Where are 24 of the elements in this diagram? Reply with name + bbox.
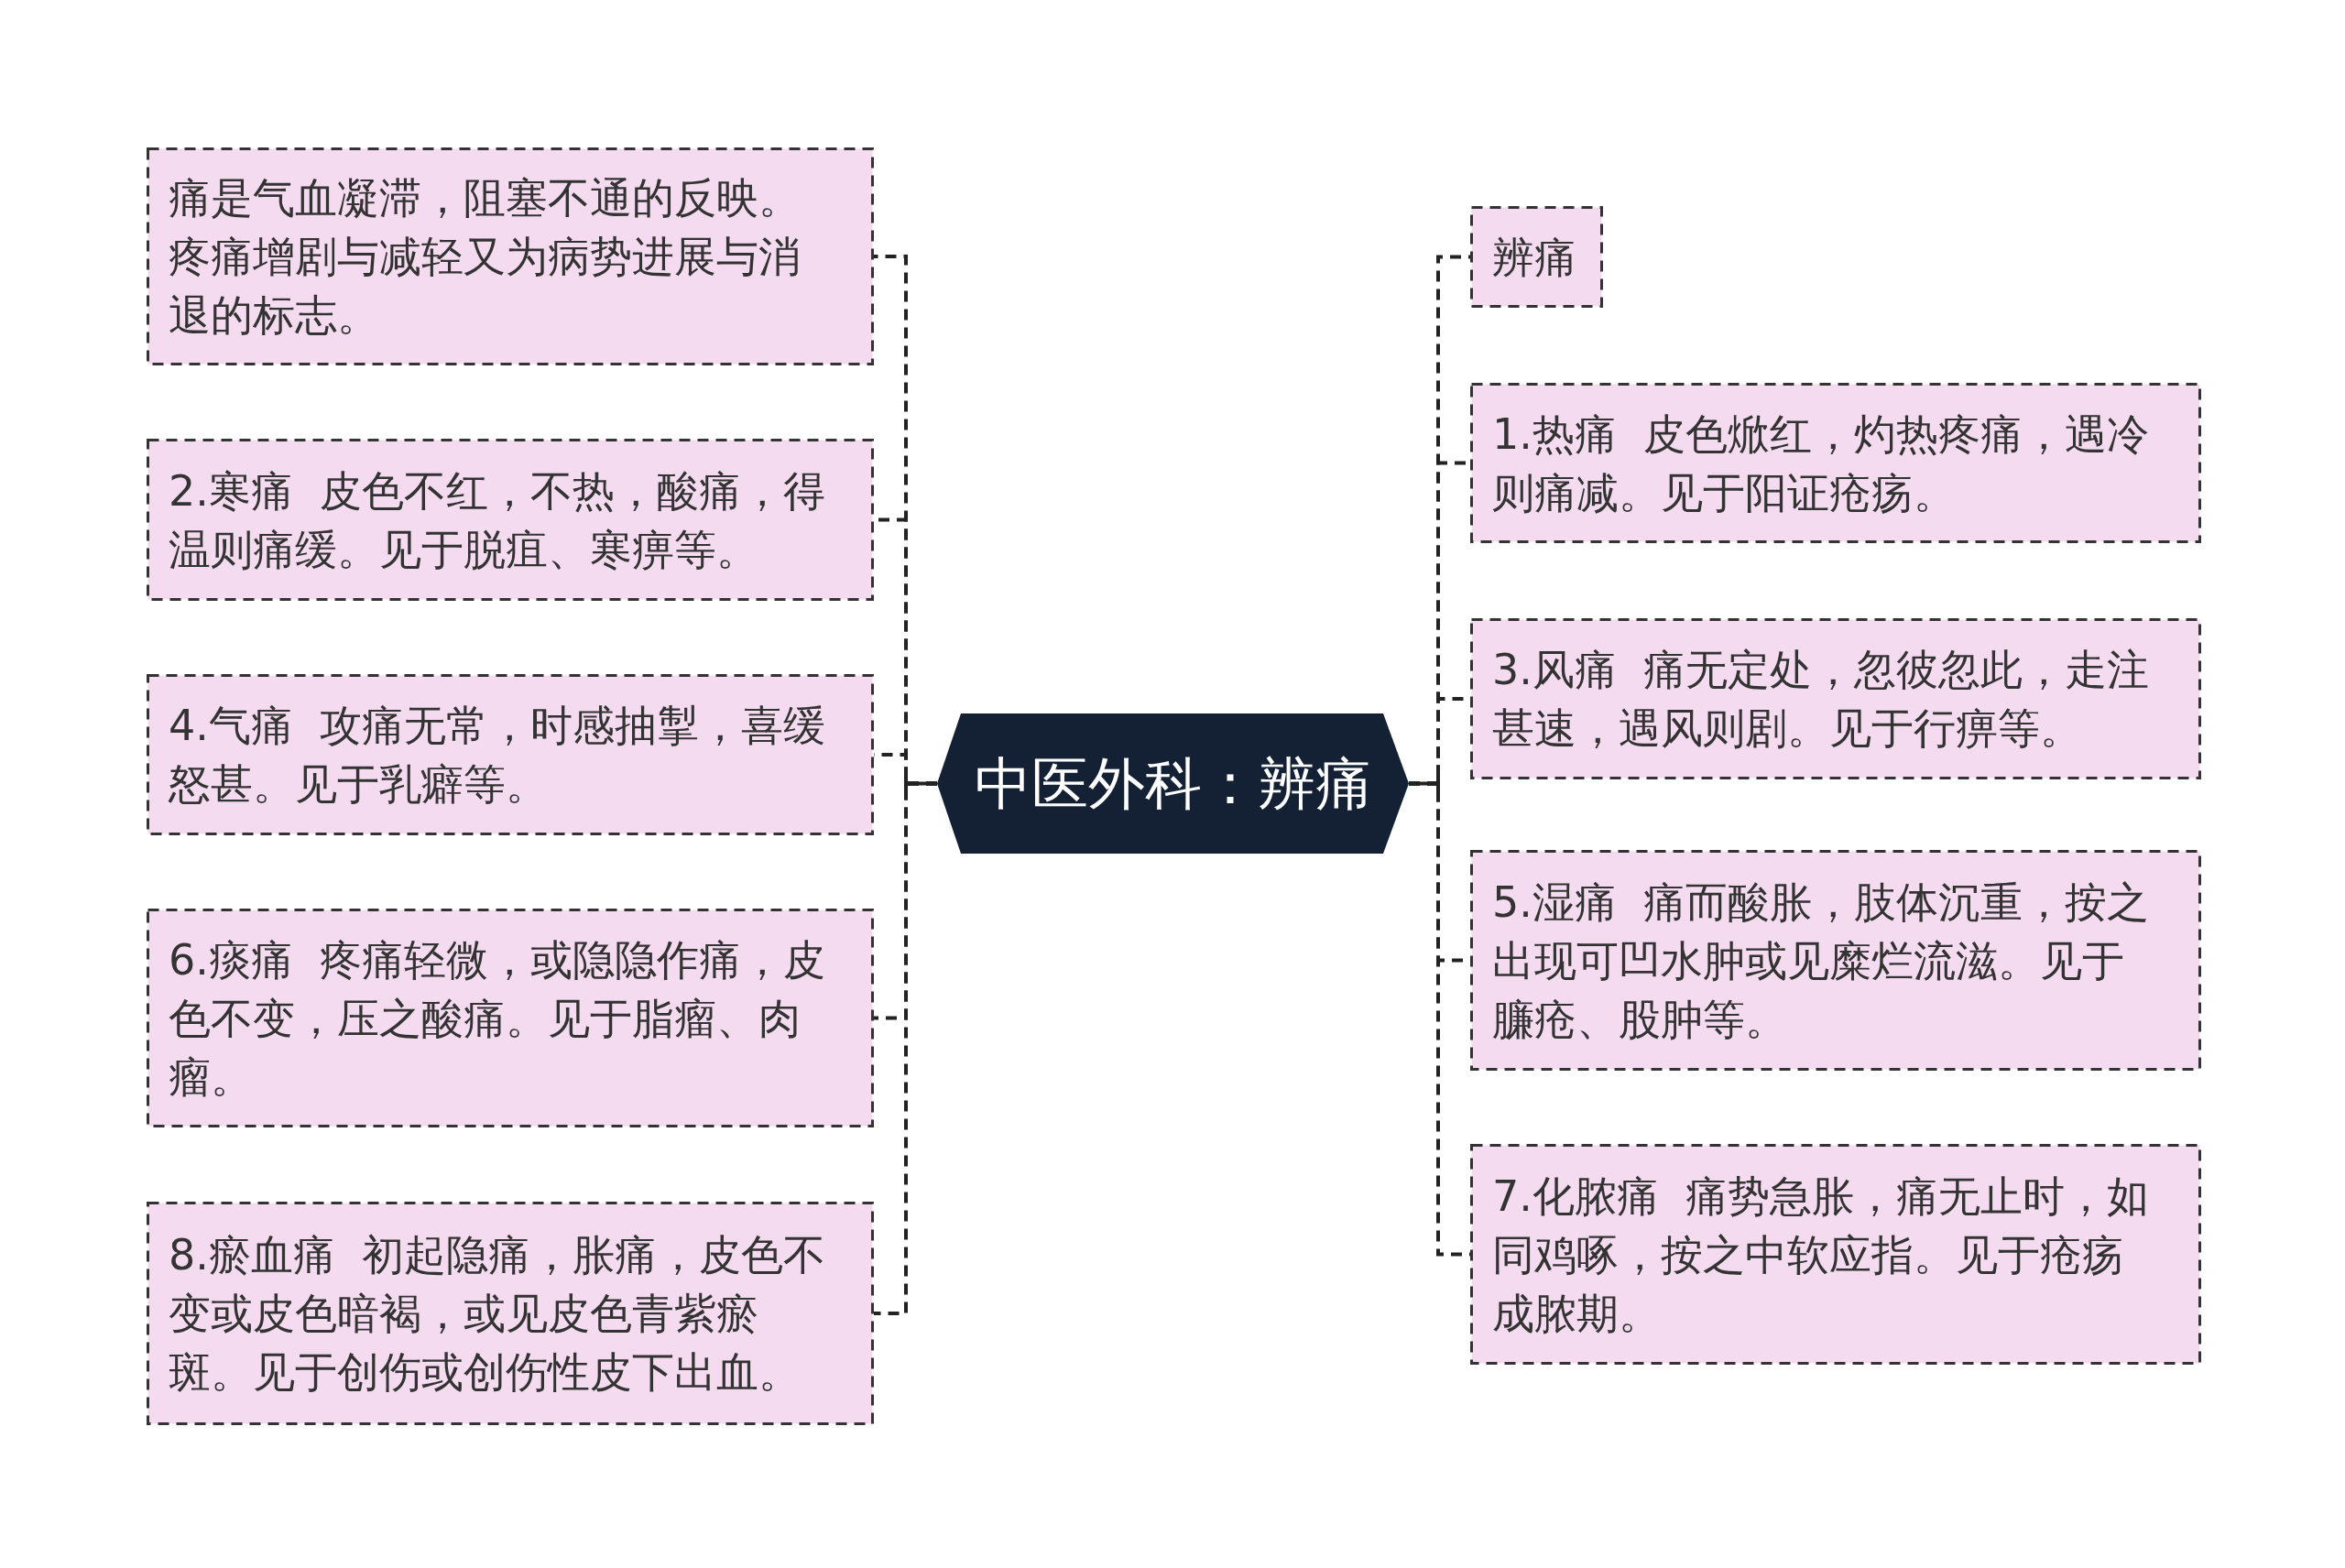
- topic-box: [1470, 383, 2201, 543]
- connector-stub: [1407, 771, 1440, 796]
- topic-text: 6.痰痛 疼痛轻微，或隐隐作痛，皮色不变，压之酸痛。见于脂瘤、肉瘤。: [169, 933, 827, 1104]
- topic-text: 3.风痛 痛无定处，忽彼忽此，走注甚速，遇风则剧。见于行痹等。: [1492, 644, 2151, 755]
- topic-box: [1470, 618, 2201, 779]
- topic-text: 5.湿痛 痛而酸胀，肢体沉重，按之出现可凹水肿或见糜烂流滋。见于臁疮、股肿等。: [1492, 876, 2151, 1046]
- topic-text: 辨痛: [1492, 231, 1576, 284]
- connector-stub: [904, 771, 939, 796]
- topic-box: [1470, 1144, 2201, 1365]
- topic-text: 7.化脓痛 痛势急胀，痛无止时，如同鸡啄，按之中软应指。见于疮疡成脓期。: [1492, 1170, 2151, 1340]
- topic-text: 1.热痛 皮色焮红，灼热疼痛，遇冷则痛减。见于阳证疮疡。: [1492, 408, 2151, 519]
- topic-box: [147, 909, 874, 1127]
- topic-text: 2.寒痛 皮色不红，不热，酸痛，得温则痛缓。见于脱疽、寒痹等。: [169, 464, 827, 576]
- topic-box: [147, 439, 874, 601]
- topic-box: [147, 1202, 874, 1425]
- topic-box: [147, 674, 874, 835]
- topic-box: [1470, 850, 2201, 1071]
- topic-text: 4.气痛 攻痛无常，时感抽掣，喜缓怒甚。见于乳癖等。: [169, 700, 827, 811]
- central-topic-text: 中医外科：辨痛: [974, 748, 1372, 819]
- topic-text: 8.瘀血痛 初起隐痛，胀痛，皮色不变或皮色暗褐，或见皮色青紫瘀斑。见于创伤或创伤性皮下出血。: [169, 1229, 827, 1399]
- topic-box: [1470, 206, 1603, 308]
- central-topic-hexagon: [937, 713, 1409, 854]
- topic-box: [147, 147, 874, 365]
- topic-text: 痛是气血凝滞，阻塞不通的反映。疼痛增剧与减轻又为病势进展与消退的标志。: [169, 172, 802, 342]
